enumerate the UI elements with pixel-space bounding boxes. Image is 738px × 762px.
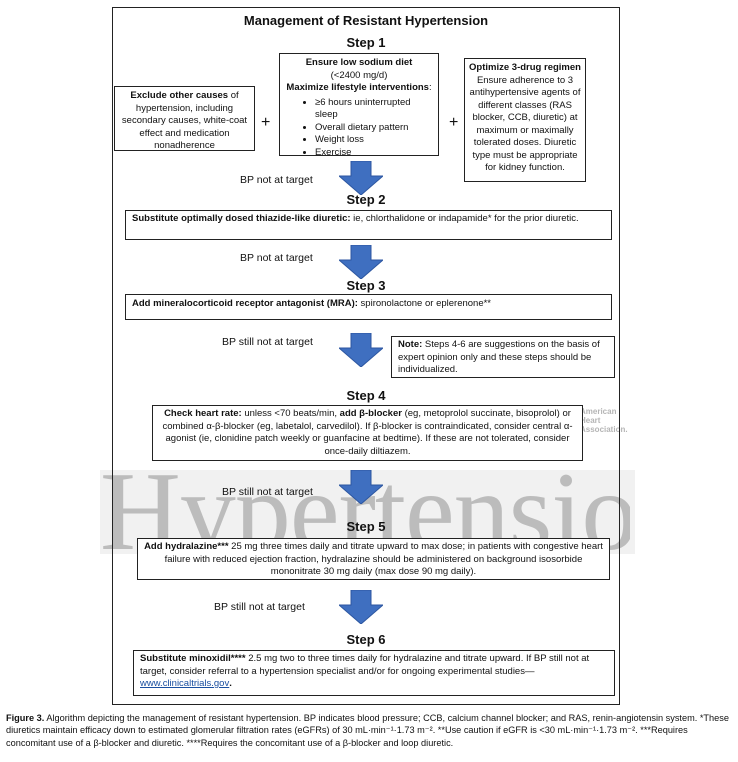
- step-4-box: Check heart rate: unless <70 beats/min, …: [152, 405, 583, 461]
- diagram-title: Management of Resistant Hypertension: [243, 13, 489, 28]
- bp-note-3: BP still not at target: [222, 336, 313, 348]
- step-2-box: Substitute optimally dosed thiazide-like…: [125, 210, 612, 240]
- down-arrow-3: [339, 333, 383, 367]
- caption-label: Figure 3.: [6, 713, 45, 723]
- plus-sign-2: +: [449, 114, 459, 131]
- figure-caption: Figure 3. Algorithm depicting the manage…: [6, 712, 732, 749]
- list-item: Overall dietary pattern: [315, 122, 433, 135]
- bp-note-2: BP not at target: [240, 252, 313, 264]
- plus-sign-1: +: [261, 114, 271, 131]
- down-arrow-5: [339, 590, 383, 624]
- lifestyle-list: ≥6 hours uninterrupted sleep Overall die…: [285, 97, 433, 160]
- clinicaltrials-link[interactable]: www.clinicaltrials.gov: [140, 678, 230, 690]
- step-3-box: Add mineralocorticoid receptor antagonis…: [125, 294, 612, 320]
- step-3-label: Step 3: [346, 278, 386, 293]
- step-5-label: Step 5: [346, 519, 386, 534]
- note-box: Note: Steps 4-6 are suggestions on the b…: [391, 336, 615, 378]
- step-6-box: Substitute minoxidil**** 2.5 mg two to t…: [133, 650, 615, 696]
- step-1-label: Step 1: [346, 35, 386, 50]
- list-item: ≥6 hours uninterrupted sleep: [315, 97, 433, 122]
- down-arrow-4: [339, 470, 383, 504]
- step-2-label: Step 2: [346, 192, 386, 207]
- down-arrow-1: [339, 161, 383, 195]
- bp-note-1: BP not at target: [240, 174, 313, 186]
- step-6-label: Step 6: [346, 632, 386, 647]
- down-arrow-2: [339, 245, 383, 279]
- bp-note-5: BP still not at target: [214, 601, 305, 613]
- bp-note-4: BP still not at target: [222, 486, 313, 498]
- step-4-label: Step 4: [346, 388, 386, 403]
- optimize-regimen-box: Optimize 3-drug regimen Ensure adherence…: [464, 58, 586, 182]
- list-item: Weight loss: [315, 134, 433, 147]
- aha-logo-watermark: American Heart Association.: [580, 407, 628, 434]
- exclude-causes-box: Exclude other causes of hypertension, in…: [114, 86, 255, 151]
- step-5-box: Add hydralazine*** 25 mg three times dai…: [137, 538, 610, 580]
- lifestyle-box: Ensure low sodium diet (<2400 mg/d) Maxi…: [279, 53, 439, 158]
- caption-text: Algorithm depicting the management of re…: [6, 713, 729, 748]
- list-item: Exercise: [315, 147, 433, 160]
- algorithm-frame: [112, 7, 620, 705]
